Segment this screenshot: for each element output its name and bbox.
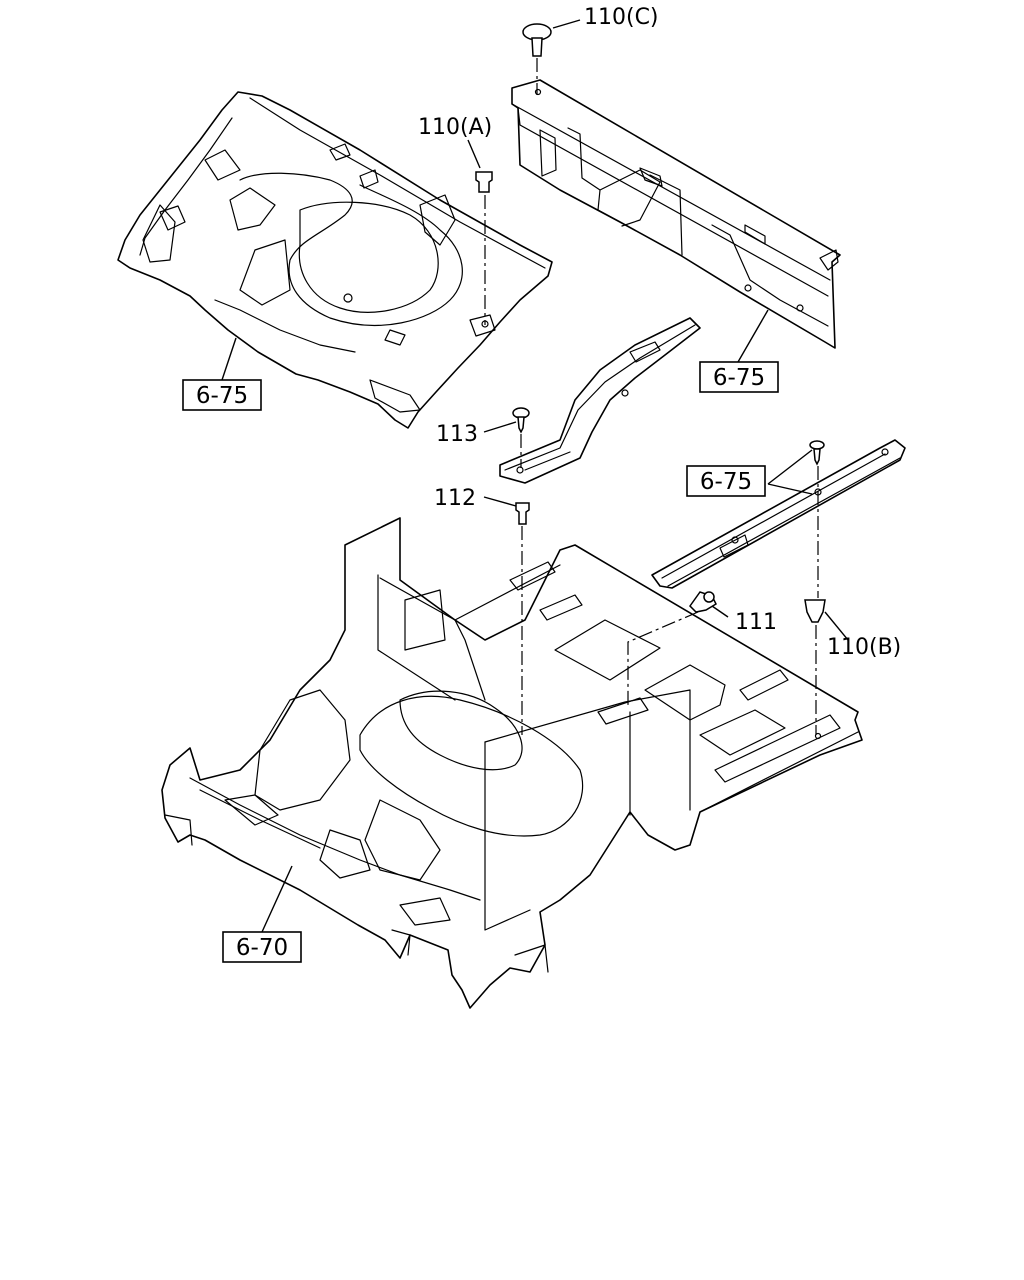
callout-111: 111 bbox=[735, 610, 777, 635]
callout-112: 112 bbox=[434, 486, 476, 511]
fastener-rail-screw bbox=[809, 440, 825, 466]
fastener-110b bbox=[804, 599, 826, 623]
fastener-110c bbox=[522, 23, 552, 57]
fastener-110a bbox=[475, 171, 493, 193]
ref-side-rail-label: 6-75 bbox=[700, 469, 752, 495]
fastener-111 bbox=[689, 591, 717, 613]
callout-110c: 110(C) bbox=[584, 5, 659, 30]
fastener-112 bbox=[515, 502, 530, 525]
side-rail bbox=[651, 439, 906, 589]
centerlines bbox=[484, 58, 819, 735]
ref-box-back-panel: 6-75 bbox=[699, 361, 779, 393]
fastener-113 bbox=[512, 407, 530, 434]
ref-box-side-rail: 6-75 bbox=[686, 465, 766, 497]
ref-box-left-panel: 6-75 bbox=[182, 379, 262, 411]
callout-113: 113 bbox=[436, 422, 478, 447]
floor-pan bbox=[161, 517, 863, 1009]
callout-110b: 110(B) bbox=[827, 635, 901, 660]
ref-box-floor: 6-70 bbox=[222, 931, 302, 963]
ref-back-panel-label: 6-75 bbox=[713, 365, 765, 391]
callout-110a: 110(A) bbox=[418, 115, 492, 140]
rear-back-panel bbox=[511, 79, 841, 349]
leader-lines bbox=[221, 19, 849, 933]
ref-floor-label: 6-70 bbox=[236, 935, 288, 961]
rear-floor-panel bbox=[117, 91, 553, 429]
ref-left-panel-label: 6-75 bbox=[196, 383, 248, 409]
cross-member bbox=[499, 317, 701, 484]
